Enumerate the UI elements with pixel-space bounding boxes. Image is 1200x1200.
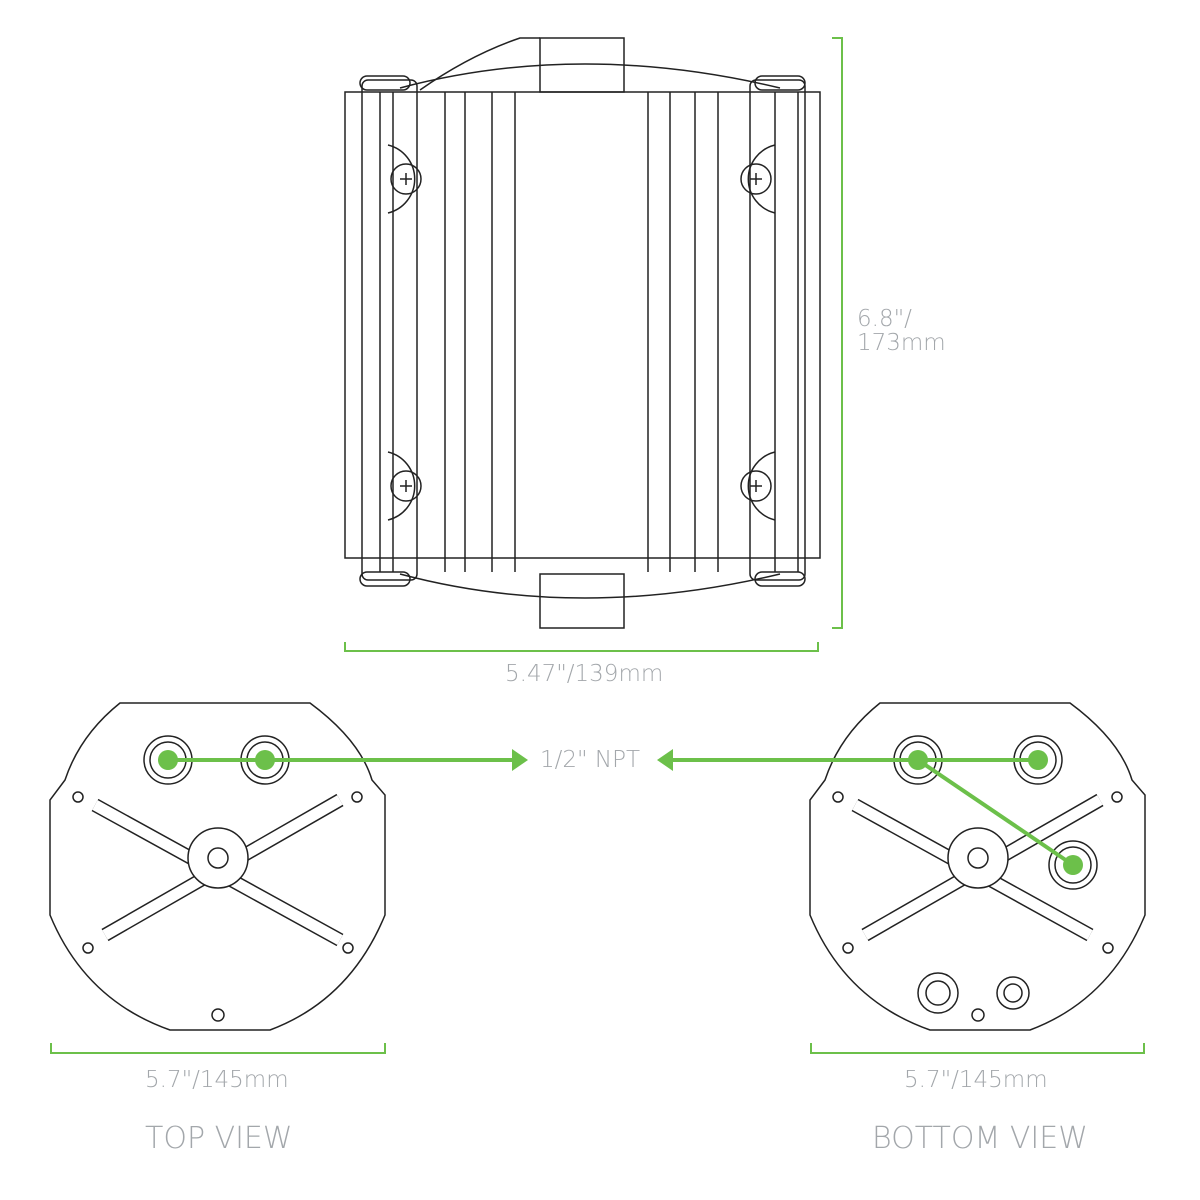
height-mm: 173mm [857, 330, 946, 356]
dimension-lines [50, 37, 1145, 1054]
bottom-width-label: 5.7"/145mm [904, 1067, 1048, 1093]
bottom-view-title: BOTTOM VIEW [872, 1121, 1088, 1156]
height-inches: 6.8"/ [857, 306, 912, 332]
npt-callout-arrows [158, 749, 1083, 875]
bottom-view [809, 702, 1146, 1031]
height-dimension-line [832, 37, 843, 629]
arrow-right-icon [512, 749, 528, 771]
bottom-width-dimension-line [810, 1043, 1145, 1054]
screw-icon [740, 451, 776, 521]
arrow-left-icon [657, 749, 673, 771]
top-view-title: TOP VIEW [145, 1121, 293, 1156]
screw-icon [740, 144, 776, 214]
front-width-dimension-line [344, 642, 819, 652]
top-width-label: 5.7"/145mm [145, 1067, 289, 1093]
npt-label: 1/2" NPT [540, 747, 641, 773]
top-view [49, 702, 386, 1031]
front-width-label: 5.47"/139mm [505, 661, 664, 687]
front-view [344, 37, 821, 629]
top-width-dimension-line [50, 1043, 386, 1054]
height-label: 6.8"/ 173mm [857, 307, 946, 355]
screw-icon [387, 451, 422, 521]
screw-icon [387, 144, 422, 214]
